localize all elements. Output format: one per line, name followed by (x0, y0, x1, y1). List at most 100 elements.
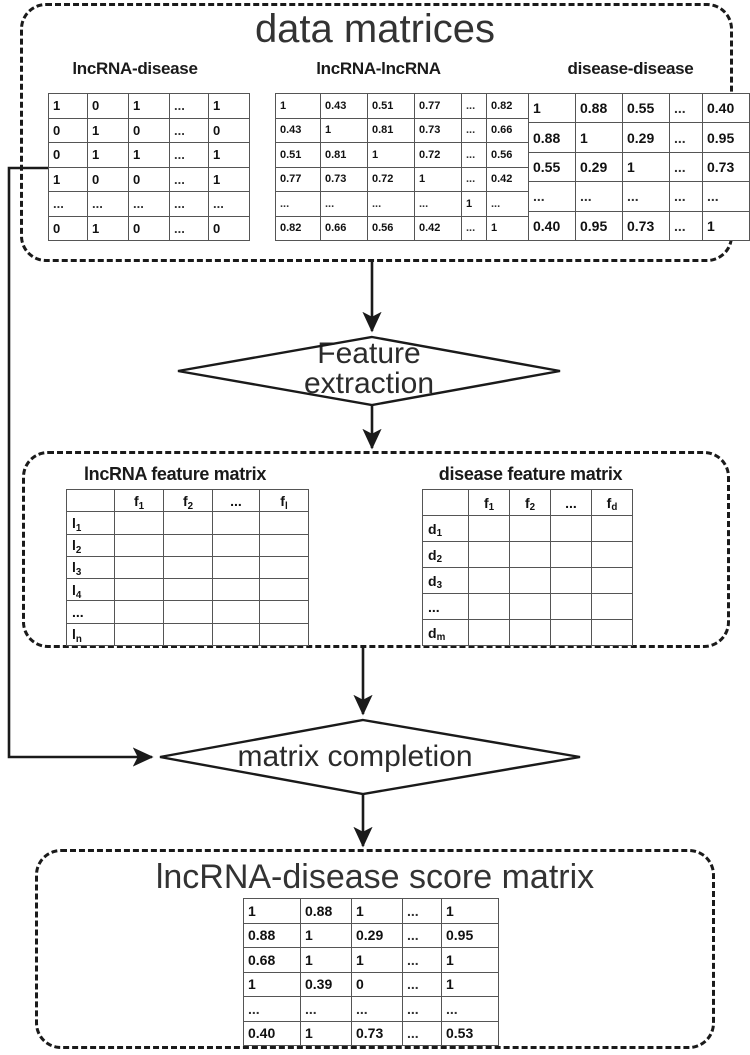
row-header: l3 (66, 555, 115, 580)
subscript: 2 (436, 554, 443, 566)
empty-cell (114, 511, 164, 535)
table-row: ln (66, 622, 309, 647)
table-row: 0.43 1 0.81 0.73 ... 0.66 (275, 117, 530, 143)
feature-extraction-label-line1: Feature (317, 337, 421, 370)
empty-cell (212, 600, 260, 624)
empty-cell (259, 622, 309, 647)
table-row: 0 1 0 ... 0 (48, 215, 250, 241)
row-header: d1 (422, 515, 469, 542)
empty-cell (163, 578, 213, 602)
row-header: l1 (66, 511, 115, 535)
subscript: l (284, 500, 288, 512)
table-row: d3 (422, 567, 633, 594)
disease-feature-matrix: f1 f2 ... fd d1 d2 d3 (422, 489, 633, 646)
subscript: 1 (75, 522, 82, 534)
lncrna-disease-score-matrix: 1 0.88 1 ... 1 0.88 1 0.29 ... 0.95 0.68… (243, 898, 499, 1046)
empty-cell (550, 567, 592, 594)
table-row: 1 0.43 0.51 0.77 ... 0.82 (275, 93, 530, 119)
row-header: dm (422, 619, 469, 646)
empty-cell (114, 533, 164, 557)
row-header: ... (66, 600, 115, 624)
table-row: 0.77 0.73 0.72 1 ... 0.42 (275, 166, 530, 192)
subscript: m (436, 632, 446, 644)
empty-cell (259, 600, 309, 624)
table-row: 0.40 0.95 0.73 ... 1 (528, 210, 750, 242)
empty-cell (259, 533, 309, 557)
subscript: 3 (436, 580, 443, 592)
table-row: 0 1 0 ... 0 (48, 117, 250, 143)
table-row: l3 (66, 555, 309, 580)
subscript: 1 (436, 528, 443, 540)
score-matrix-title: lncRNA-disease score matrix (155, 858, 595, 896)
subscript: 1 (138, 500, 145, 512)
empty-cell (550, 541, 592, 568)
empty-cell (114, 555, 164, 580)
empty-cell (163, 600, 213, 624)
empty-cell (591, 515, 633, 542)
empty-cell (212, 533, 260, 557)
empty-cell (114, 600, 164, 624)
table-row: ... ... ... ... 1 ... (275, 191, 530, 217)
subscript: n (75, 634, 82, 646)
row-header: d2 (422, 541, 469, 568)
table-row: 0.82 0.66 0.56 0.42 ... 1 (275, 215, 530, 241)
subscript: d (611, 502, 618, 514)
disease-disease-matrix-title: disease-disease (567, 59, 694, 78)
empty-cell (212, 578, 260, 602)
empty-cell (509, 541, 551, 568)
empty-cell (509, 567, 551, 594)
table-row: 0.40 1 0.73 ... 0.53 (243, 1020, 499, 1046)
lncrna-feature-matrix-title: lncRNA feature matrix (83, 464, 267, 484)
table-row: ... ... ... ... ... (528, 181, 750, 212)
score-matrix-container (35, 849, 715, 1049)
row-header: l4 (66, 578, 115, 602)
subscript: 1 (488, 502, 495, 514)
lncrna-disease-matrix-title: lncRNA-disease (72, 59, 198, 78)
table-row: d2 (422, 541, 633, 568)
table-row: l4 (66, 578, 309, 602)
empty-cell (591, 567, 633, 594)
empty-cell (468, 567, 510, 594)
column-header: fd (591, 489, 633, 516)
empty-cell (509, 619, 551, 646)
column-header: f2 (509, 489, 551, 516)
empty-cell (163, 622, 213, 647)
column-header: f2 (163, 488, 213, 513)
empty-cell (509, 593, 551, 620)
empty-cell (259, 578, 309, 602)
empty-cell (259, 555, 309, 580)
table-row: 0.68 1 1 ... 1 (243, 947, 499, 973)
lncrna-disease-matrix: 1 0 1 ... 1 0 1 0 ... 0 0 1 1 ... 1 1 (48, 93, 250, 241)
table-row: ... ... ... ... ... (48, 191, 250, 217)
table-row: 1 0.88 0.55 ... 0.40 (528, 92, 750, 124)
empty-cell (509, 515, 551, 542)
table-row: 0 1 1 ... 1 (48, 142, 250, 168)
empty-cell (468, 619, 510, 646)
row-header: ... (422, 593, 469, 620)
lncrna-lncrna-matrix: 1 0.43 0.51 0.77 ... 0.82 0.43 1 0.81 0.… (275, 93, 530, 241)
empty-cell (550, 619, 592, 646)
empty-cell (163, 511, 213, 535)
empty-cell (114, 578, 164, 602)
subscript: 2 (75, 545, 82, 557)
table-row: 1 0 0 ... 1 (48, 166, 250, 192)
matrix-completion-label: matrix completion (237, 740, 473, 773)
table-row: ... ... ... ... ... (243, 996, 499, 1022)
corner-cell (422, 489, 469, 516)
lncrna-lncrna-matrix-title: lncRNA-lncRNA (316, 59, 441, 78)
empty-cell (163, 555, 213, 580)
empty-cell (114, 622, 164, 647)
subscript: 2 (529, 502, 536, 514)
lncrna-feature-matrix: f1 f2 ... fl l1 l2 l3 (66, 488, 309, 647)
empty-cell (259, 511, 309, 535)
empty-cell (468, 541, 510, 568)
row-header: ln (66, 622, 115, 647)
column-header: f1 (468, 489, 510, 516)
subscript: 3 (75, 567, 82, 579)
empty-cell (591, 619, 633, 646)
table-row: ... (422, 593, 633, 620)
empty-cell (212, 555, 260, 580)
table-row: 1 0.88 1 ... 1 (243, 898, 499, 924)
table-row: 0.55 0.29 1 ... 0.73 (528, 151, 750, 183)
